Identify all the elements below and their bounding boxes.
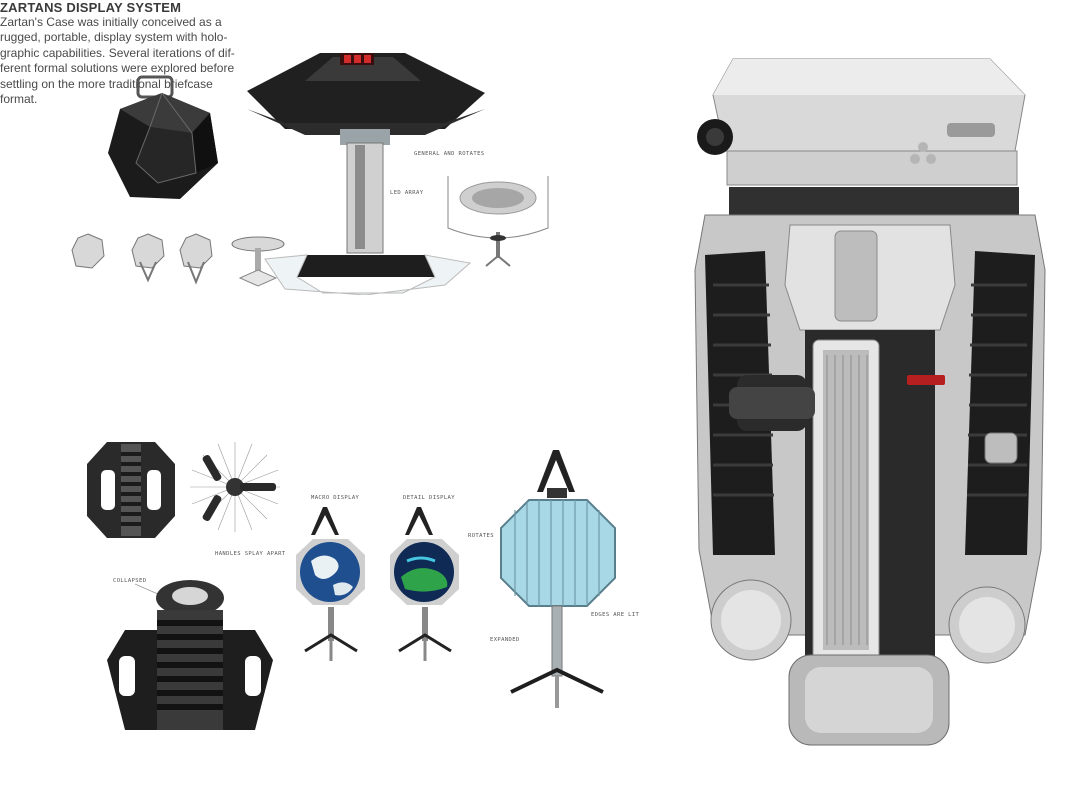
description-line: ferent formal solutions were explored be… — [0, 61, 235, 76]
annotation-handles-splay: HANDLES SPLAY APART — [215, 551, 286, 557]
hologram-projector-sketch — [447, 176, 549, 267]
dodecahedron-case-illustration — [108, 75, 218, 199]
description-line: settling on the more traditional briefca… — [0, 76, 213, 91]
annotation-collapsed: COLLAPSED — [113, 578, 147, 584]
dodecahedron-variations — [71, 233, 285, 287]
description: Zartan's Case was initially conceived as… — [0, 15, 262, 107]
annotation-general-rotates: GENERAL AND ROTATES — [414, 151, 485, 157]
annotation-expanded: EXPANDED — [490, 637, 520, 643]
annotation-led-array: LED ARRAY — [390, 190, 424, 196]
annotation-edges-lit: EDGES ARE LIT — [591, 612, 640, 618]
detail-display-unit — [390, 507, 459, 661]
page-title: ZARTANS DISPLAY SYSTEM — [0, 0, 182, 15]
description-line: format. — [0, 92, 38, 107]
description-line: rugged, portable, display system with ho… — [0, 30, 228, 45]
description-line: Zartan's Case was initially conceived as… — [0, 15, 222, 29]
handles-splay-diagram — [190, 442, 280, 532]
annotation-rotates: ROTATES — [468, 533, 494, 539]
expanded-hologram-unit — [500, 450, 616, 708]
macro-display-unit — [296, 507, 365, 661]
description-line: graphic capabilities. Several iterations… — [0, 45, 235, 60]
annotation-detail-display: DETAIL DISPLAY — [403, 495, 455, 501]
case-front-view — [87, 442, 175, 538]
collapsed-case — [107, 580, 273, 730]
case-hero-render — [694, 58, 1046, 746]
pedestal-display-table — [247, 53, 485, 295]
annotation-macro-display: MACRO DISPLAY — [311, 495, 360, 501]
